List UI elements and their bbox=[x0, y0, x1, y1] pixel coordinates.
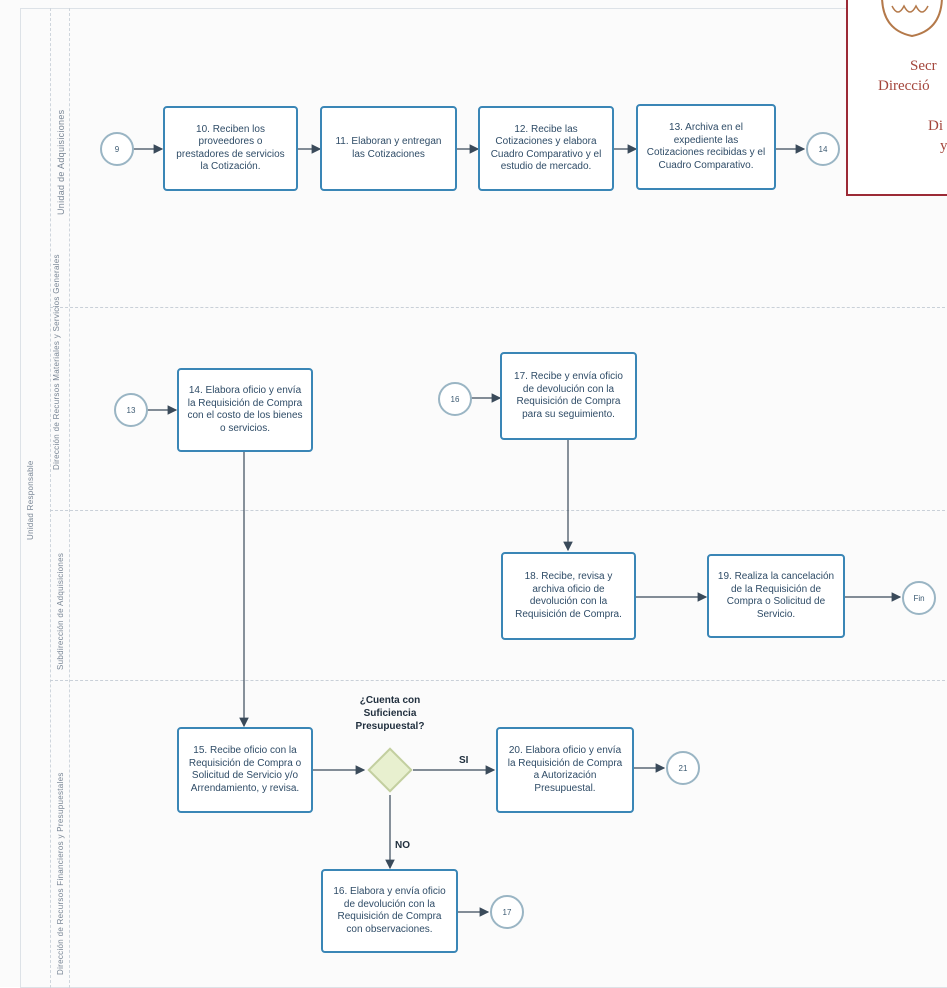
end-event-fin: Fin bbox=[902, 581, 936, 615]
task-11[interactable]: 11. Elaboran y entregan las Cotizaciones bbox=[320, 106, 457, 191]
task-19[interactable]: 19. Realiza la cancelación de la Requisi… bbox=[707, 554, 845, 638]
gateway-question: ¿Cuenta con Suficiencia Presupuestal? bbox=[355, 695, 425, 732]
event-connector-16: 16 bbox=[438, 382, 472, 416]
task-18[interactable]: 18. Recibe, revisa y archiva oficio de d… bbox=[501, 552, 636, 640]
task-14[interactable]: 14. Elabora oficio y envía la Requisició… bbox=[177, 368, 313, 452]
lane-divider-1 bbox=[50, 307, 947, 308]
task-13[interactable]: 13. Archiva en el expediente las Cotizac… bbox=[636, 104, 776, 190]
task-15[interactable]: 15. Recibe oficio con la Requisición de … bbox=[177, 727, 313, 813]
task-10[interactable]: 10. Reciben los proveedores o prestadore… bbox=[163, 106, 298, 191]
emblem-icon bbox=[881, 0, 943, 38]
lane-divider-2 bbox=[50, 510, 947, 511]
stamp-line-2: Direcció bbox=[878, 78, 930, 94]
stamp-line-3: Di bbox=[928, 118, 943, 134]
event-connector-13: 13 bbox=[114, 393, 148, 427]
event-connector-17: 17 bbox=[490, 895, 524, 929]
flow-label-no: NO bbox=[395, 840, 410, 851]
event-connector-14: 14 bbox=[806, 132, 840, 166]
institutional-letterhead-stamp: Secr Direcció Di y bbox=[846, 0, 947, 196]
event-connector-9: 9 bbox=[100, 132, 134, 166]
task-12[interactable]: 12. Recibe las Cotizaciones y elabora Cu… bbox=[478, 106, 614, 191]
task-20[interactable]: 20. Elabora oficio y envía la Requisició… bbox=[496, 727, 634, 813]
task-17[interactable]: 17. Recibe y envía oficio de devolución … bbox=[500, 352, 637, 440]
lane-divider-3 bbox=[50, 680, 947, 681]
event-connector-21: 21 bbox=[666, 751, 700, 785]
task-16[interactable]: 16. Elabora y envía oficio de devolución… bbox=[321, 869, 458, 953]
stamp-line-1: Secr bbox=[910, 58, 937, 74]
flow-label-yes: SI bbox=[459, 755, 469, 766]
stamp-line-4: y bbox=[940, 138, 947, 154]
lane-header-column bbox=[50, 8, 70, 988]
